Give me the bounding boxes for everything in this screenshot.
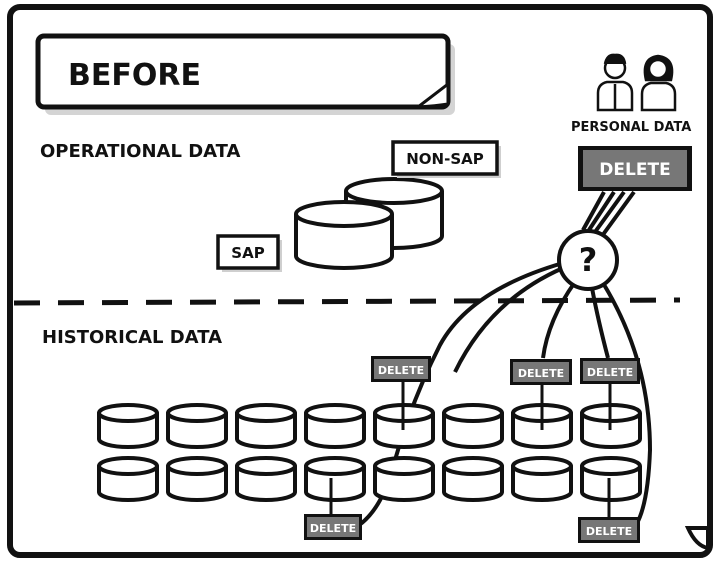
archive-database-icon [166, 403, 228, 449]
male-person-icon [596, 53, 634, 112]
outer-frame [7, 4, 713, 558]
delete-tag-label: DELETE [587, 366, 633, 379]
archive-database-icon [166, 456, 228, 502]
separator-line [13, 297, 681, 306]
page-title: BEFORE [68, 58, 201, 93]
delete-tag-label: DELETE [310, 522, 356, 535]
archive-database-icon [235, 456, 297, 502]
archive-database-icon [442, 403, 504, 449]
delete-tag-3[interactable]: DELETE [580, 358, 640, 430]
sap-database [294, 200, 394, 270]
delete-button-label: DELETE [599, 160, 670, 180]
archive-database-icon [304, 403, 366, 449]
sap-label: SAP [231, 244, 264, 262]
title-note: BEFORE [35, 33, 455, 115]
archive-database-icon [97, 456, 159, 502]
archive-database-icon [580, 456, 642, 502]
delete-tag-2[interactable]: DELETE [510, 359, 572, 430]
question-node: ? [557, 229, 619, 291]
archive-database-icon [304, 456, 366, 502]
operational-data-label: OPERATIONAL DATA [40, 141, 241, 162]
historical-data-label: HISTORICAL DATA [42, 327, 222, 348]
delete-tag-1[interactable]: DELETE [371, 356, 431, 430]
delete-tag-label: DELETE [518, 367, 564, 380]
archive-database-icon [511, 456, 573, 502]
sap-label-box: SAP [216, 234, 282, 272]
archive-grid [97, 403, 642, 502]
female-person-icon [640, 54, 677, 112]
archive-database-icon [373, 456, 435, 502]
archive-database-icon [442, 456, 504, 502]
personal-data-label: PERSONAL DATA [571, 120, 691, 135]
archive-database-icon [235, 403, 297, 449]
non-sap-label: NON-SAP [406, 150, 484, 168]
delete-personal-data-button[interactable]: DELETE [578, 146, 692, 191]
archive-database-icon [97, 403, 159, 449]
delete-tag-label: DELETE [378, 364, 424, 377]
question-mark-icon: ? [579, 241, 598, 279]
delete-tag-4[interactable]: DELETE [304, 478, 362, 540]
non-sap-label-box: NON-SAP [391, 140, 501, 178]
delete-connections [345, 190, 653, 534]
delete-tag-5[interactable]: DELETE [578, 478, 640, 543]
delete-tag-label: DELETE [586, 525, 632, 538]
